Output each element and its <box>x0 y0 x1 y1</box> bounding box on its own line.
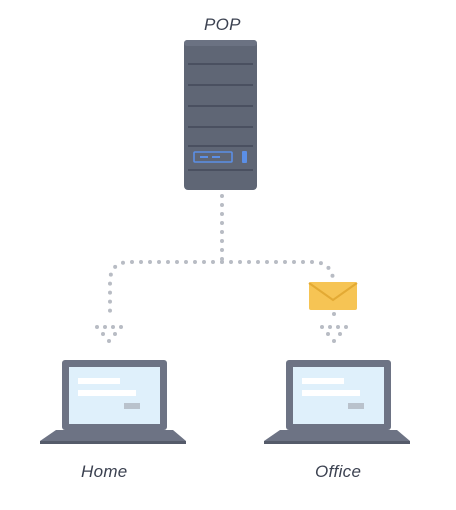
arrowhead-home <box>95 325 123 343</box>
server-icon <box>184 40 257 190</box>
laptop-icon <box>40 360 186 444</box>
server-label: POP <box>204 15 241 34</box>
branch-to-home <box>108 260 224 320</box>
office-label: Office <box>315 462 362 481</box>
laptop-icon <box>264 360 410 444</box>
envelope-icon <box>308 282 358 310</box>
home-label: Home <box>81 462 128 481</box>
arrowhead-office <box>320 325 348 343</box>
connection-path <box>108 194 336 324</box>
branch-to-office <box>220 260 335 280</box>
